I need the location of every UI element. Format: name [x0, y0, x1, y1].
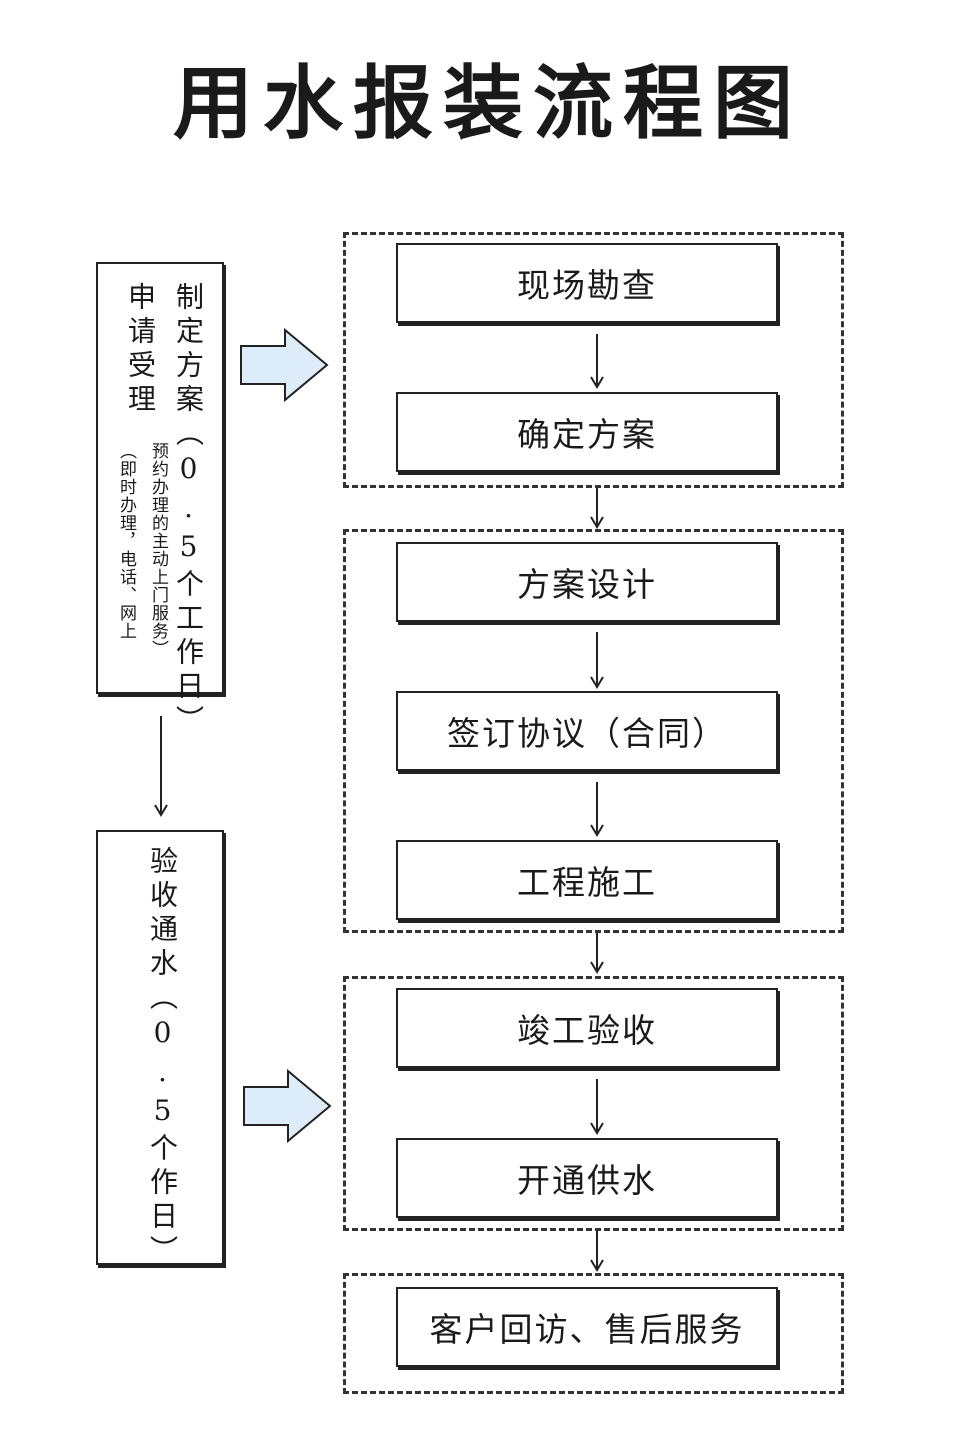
step-sign-agreement: 签订协议（合同）: [396, 691, 778, 771]
step-construction: 工程施工: [396, 840, 778, 920]
block-arrow-stage2: [243, 1068, 332, 1144]
step-followup-service: 客户回访、售后服务: [396, 1287, 778, 1367]
group-design: [343, 529, 844, 933]
group-completion: [343, 976, 844, 1231]
step-confirm-plan: 确定方案: [396, 392, 778, 472]
step-plan-design: 方案设计: [396, 542, 778, 622]
group-followup: [343, 1273, 844, 1394]
stage-box-acceptance: 验收通水（0.5个作日）: [96, 830, 224, 1269]
stage-note-instant: （即时办理，电话、网上: [116, 442, 136, 640]
step-site-survey: 现场勘查: [396, 243, 778, 323]
page-title: 用水报装流程图: [173, 56, 803, 150]
stage-note-appointment: 预约办理的主动上门服务）: [148, 442, 168, 658]
stage-label-application: 申请受理: [124, 282, 157, 418]
block-arrow-stage1: [240, 327, 329, 403]
group-survey: [343, 232, 844, 488]
step-open-supply: 开通供水: [396, 1138, 778, 1218]
stage-label-acceptance: 验收通水（0.5个作日）: [146, 846, 179, 1269]
step-completion-acceptance: 竣工验收: [396, 988, 778, 1068]
stage-label-plan: 制定方案（0.5个工作日）: [172, 282, 205, 739]
stage-box-application: 制定方案（0.5个工作日） 申请受理 预约办理的主动上门服务） （即时办理，电话…: [96, 262, 224, 739]
